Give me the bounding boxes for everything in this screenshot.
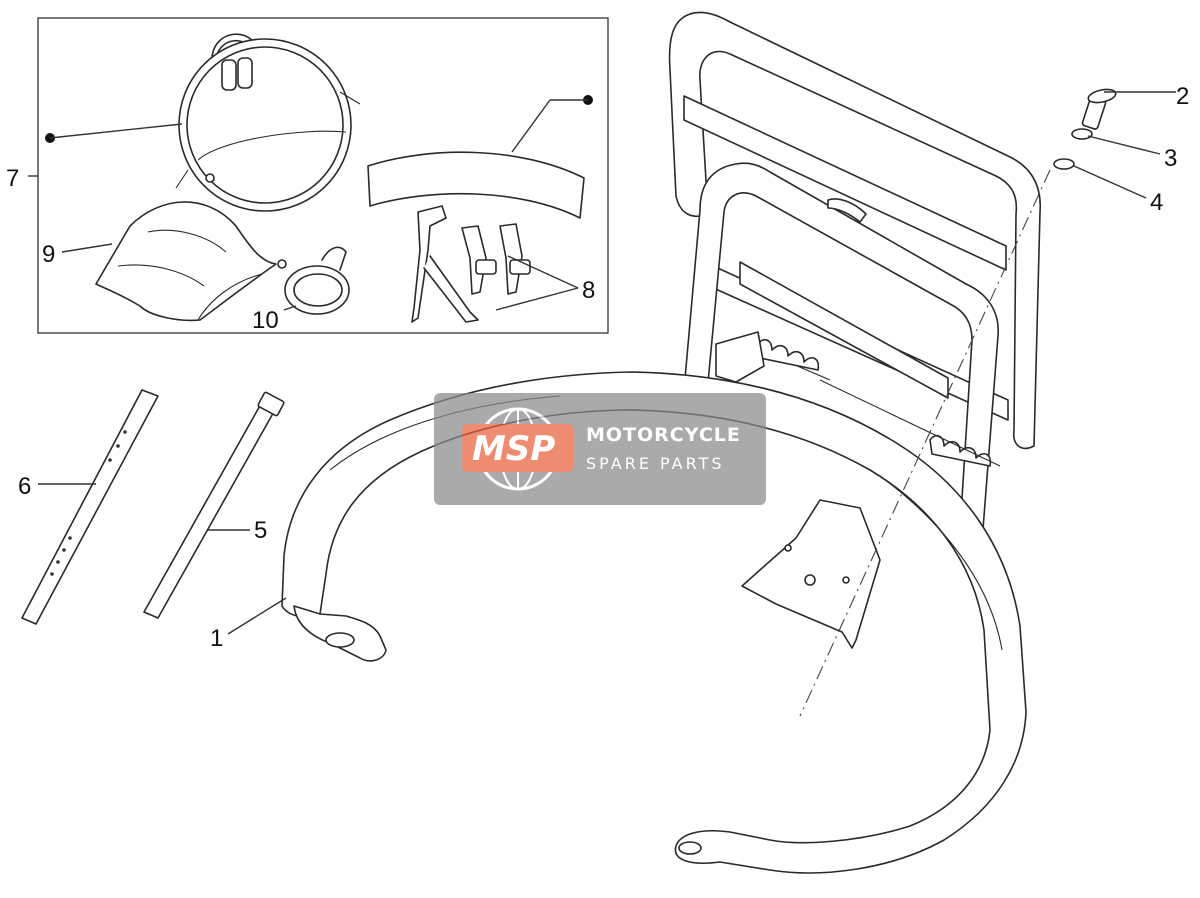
leader-lines <box>28 91 1176 635</box>
callout-4: 4 <box>1150 189 1163 216</box>
cloth-illustration <box>95 201 287 322</box>
strap-6-illustration <box>21 389 159 625</box>
callout-7: 7 <box>6 165 19 192</box>
callout-5: 5 <box>254 517 267 544</box>
washer-3-illustration <box>1071 128 1093 140</box>
logo-badge <box>462 424 574 472</box>
rear-rack-illustration <box>281 11 1041 874</box>
strap-5-illustration <box>143 391 285 619</box>
spring-upper <box>757 338 831 381</box>
logo-text: MSP <box>472 429 555 469</box>
callout-6: 6 <box>18 473 31 500</box>
callout-10: 10 <box>252 307 279 334</box>
spring-lower <box>929 434 992 467</box>
callout-9: 9 <box>42 241 55 268</box>
washer-4-illustration <box>1053 158 1075 170</box>
band-illustration <box>367 151 585 219</box>
watermark: MSP MOTORCYCLE SPARE PARTS <box>434 393 766 505</box>
callout-1: 1 <box>210 625 223 652</box>
loop-strap-illustration <box>284 246 350 315</box>
callout-8: 8 <box>582 277 595 304</box>
watermark-title: MOTORCYCLE <box>586 424 741 446</box>
axis-line <box>799 169 1051 717</box>
bag-illustration <box>175 33 361 212</box>
watermark-subtitle: SPARE PARTS <box>586 454 725 473</box>
callout-2: 2 <box>1176 83 1189 110</box>
bolt-illustration <box>1081 88 1117 130</box>
callout-3: 3 <box>1164 145 1177 172</box>
clips-illustration <box>411 205 531 323</box>
